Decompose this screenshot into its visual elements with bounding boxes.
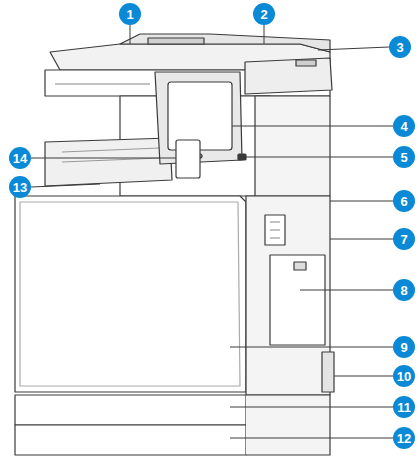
callout-label: 3: [389, 36, 411, 55]
callout-number: 8: [393, 279, 415, 301]
callout-number: 1: [119, 3, 141, 25]
callout-number: 9: [393, 336, 415, 358]
callout-label: 5: [393, 146, 415, 165]
callout-circle: [253, 3, 275, 25]
callout-number: 11: [393, 396, 415, 418]
callout-label: 1: [119, 3, 141, 22]
callout-label: 13: [9, 176, 31, 195]
callout-circle: [389, 36, 411, 58]
callout-number: 7: [393, 228, 415, 250]
callout-circle: [393, 336, 415, 358]
callout-circle: [393, 190, 415, 212]
callout-circle: [119, 3, 141, 25]
callout-number: 2: [253, 3, 275, 25]
callout-number: 10: [393, 365, 415, 387]
callout-label: 10: [393, 365, 415, 384]
callout-circle: [9, 147, 31, 169]
callout-circle: [393, 365, 415, 387]
callout-label: 11: [393, 396, 415, 415]
callout-number: 4: [393, 115, 415, 137]
callout-circle: [393, 228, 415, 250]
callout-label: 2: [253, 3, 275, 22]
callout-label: 12: [393, 427, 415, 446]
callout-circle: [393, 279, 415, 301]
callout-circle: [393, 396, 415, 418]
callout-label: 4: [393, 115, 415, 134]
callout-label: 14: [9, 147, 31, 166]
callout-label: 7: [393, 228, 415, 247]
callout-number: 12: [393, 427, 415, 449]
callout-circle: [393, 427, 415, 449]
callout-number: 6: [393, 190, 415, 212]
callout-circle: [9, 176, 31, 198]
callout-number: 5: [393, 146, 415, 168]
callout-circle: [393, 146, 415, 168]
callout-number: 3: [389, 36, 411, 58]
callout-label: 9: [393, 336, 415, 355]
callout-circle: [393, 115, 415, 137]
callout-label: 8: [393, 279, 415, 298]
callout-number: 13: [9, 176, 31, 198]
callout-label: 6: [393, 190, 415, 209]
callout-number: 14: [9, 147, 31, 169]
